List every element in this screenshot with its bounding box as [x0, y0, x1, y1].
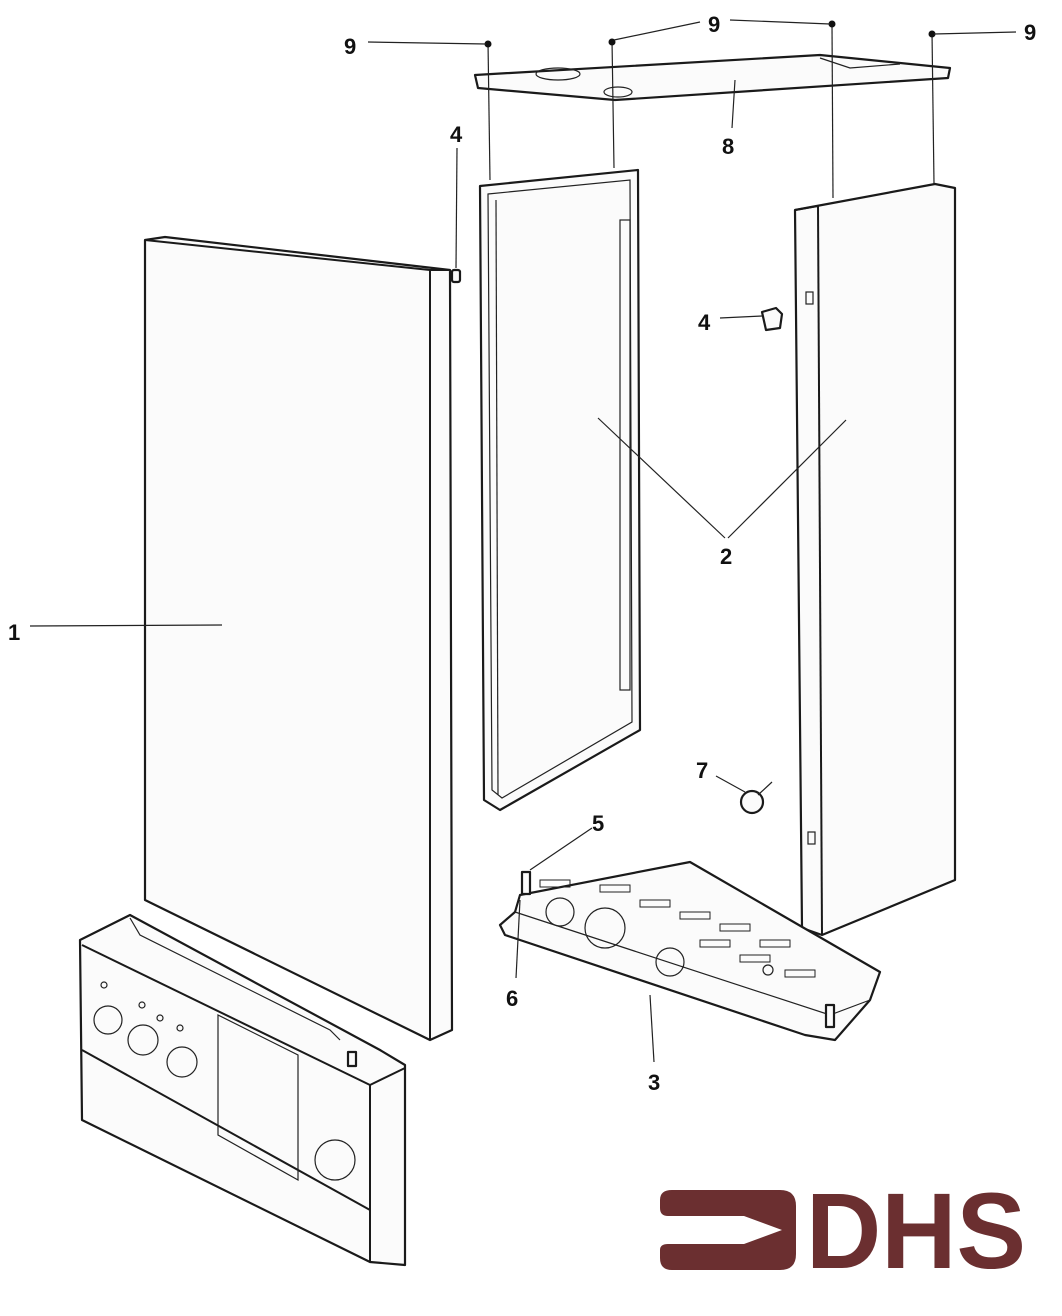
- label-4-right: 4: [698, 310, 711, 335]
- screws: [484, 20, 936, 199]
- label-3: 3: [648, 1070, 660, 1095]
- side-panel-right: [793, 182, 957, 937]
- clip-right: [760, 306, 784, 332]
- label-2: 2: [720, 544, 732, 569]
- logo-text: DHS: [806, 1170, 1026, 1291]
- clip-left: [450, 268, 462, 284]
- label-8: 8: [722, 134, 734, 159]
- logo-arrow-icon: [660, 1190, 796, 1270]
- leader-lines: [29, 19, 1017, 1063]
- label-4-left: 4: [450, 122, 463, 147]
- front-panel: [143, 235, 454, 1042]
- base-tray: [498, 860, 882, 1042]
- label-1: 1: [8, 620, 20, 645]
- control-box: [78, 913, 407, 1267]
- dhs-logo: DHS: [660, 1170, 1026, 1291]
- part-7: [739, 781, 773, 815]
- label-9-left: 9: [344, 34, 356, 59]
- label-9-right: 9: [1024, 20, 1036, 45]
- top-plate: [473, 53, 952, 102]
- label-7: 7: [696, 758, 708, 783]
- label-5: 5: [592, 811, 604, 836]
- side-panel-left: [478, 168, 642, 812]
- label-9-center: 9: [708, 12, 720, 37]
- label-6: 6: [506, 986, 518, 1011]
